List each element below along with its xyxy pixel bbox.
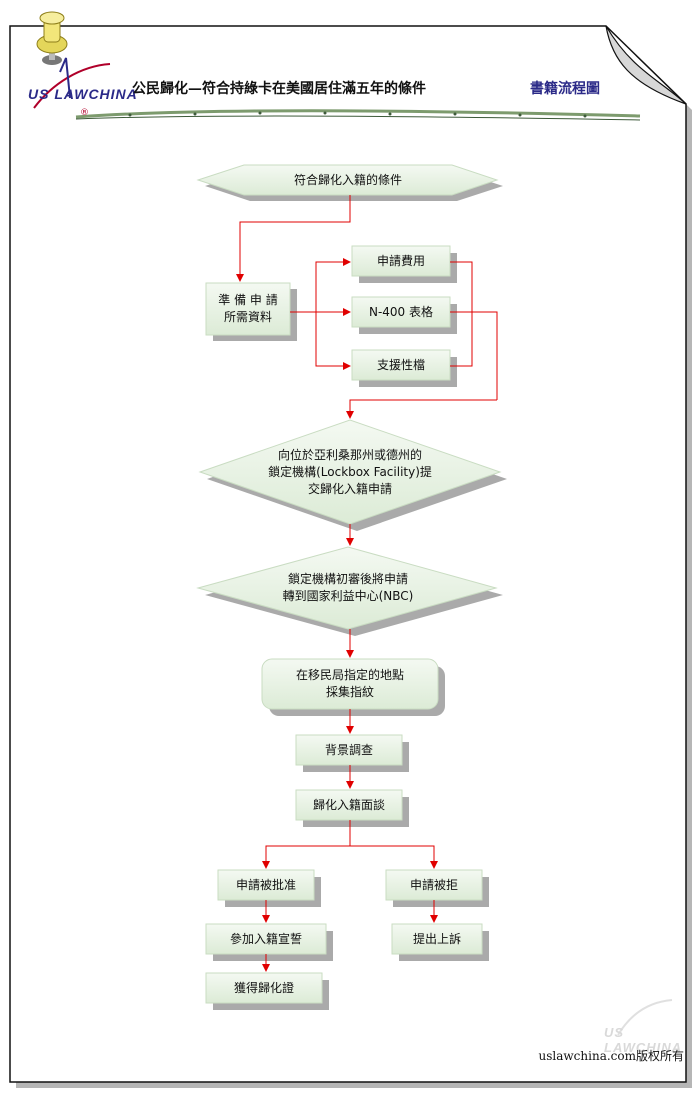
- node-fee: 申請費用: [352, 246, 450, 276]
- pushpin-icon: [36, 11, 68, 65]
- node-prepare: 準 備 申 請 所需資料: [206, 283, 290, 335]
- node-review-line1: 鎖定機構初審後將申請: [287, 572, 408, 586]
- node-certificate-label: 獲得歸化證: [233, 980, 294, 995]
- node-oath-shape: [205, 923, 333, 961]
- line-form-merge: [450, 311, 498, 400]
- node-interview-label: 歸化入籍面談: [312, 797, 385, 812]
- node-interview-shape: [295, 789, 409, 827]
- node-approved-shape: [217, 869, 321, 907]
- node-appeal-label: 提出上訴: [412, 931, 461, 946]
- node-submit-line2: 鎖定機構(Lockbox Facility)提: [268, 464, 432, 479]
- node-appeal: 提出上訴: [392, 924, 482, 954]
- node-support-shape: [351, 349, 457, 387]
- node-start-label: 符合歸化入籍的條件: [293, 172, 402, 187]
- node-support-label: 支援性檔: [376, 357, 425, 372]
- node-submit: 向位於亞利桑那州或德州的 鎖定機構(Lockbox Facility)提 交歸化…: [220, 442, 480, 502]
- node-review-shape: [196, 546, 503, 636]
- node-start: 符合歸化入籍的條件: [244, 165, 452, 195]
- copyright-footer: uslawchina.com版权所有: [538, 1049, 684, 1063]
- header-divider: [75, 109, 641, 121]
- logo-text: US LAWCHINA: [28, 86, 138, 102]
- page-title: 公民歸化—符合持綠卡在美國居住滿五年的條件: [132, 81, 426, 97]
- node-approved-label: 申請被批准: [235, 877, 296, 892]
- registered-mark: ®: [80, 108, 89, 118]
- line-support-merge: [450, 312, 473, 367]
- node-approved: 申請被批准: [218, 870, 314, 900]
- node-certificate-shape: [205, 972, 329, 1010]
- node-review-line2: 轉到國家利益中心(NBC): [282, 589, 414, 603]
- node-fee-shape: [351, 245, 457, 283]
- node-denied-label: 申請被拒: [409, 877, 458, 892]
- node-submit-shape: [198, 419, 507, 531]
- arrow-to-fee: [315, 258, 351, 312]
- arrow-to-support: [315, 312, 351, 370]
- node-prepare-line1: 準 備 申 請: [218, 293, 278, 307]
- node-certificate: 獲得歸化證: [206, 973, 322, 1003]
- node-start-shape: [196, 164, 503, 201]
- node-oath-label: 參加入籍宣誓: [229, 931, 302, 946]
- logo-swoosh-icon: [33, 57, 111, 109]
- node-prepare-shape: [205, 282, 297, 341]
- node-interview: 歸化入籍面談: [296, 790, 402, 820]
- node-background: 背景調查: [296, 735, 402, 765]
- node-form-label: N-400 表格: [368, 304, 434, 319]
- node-denied: 申請被拒: [386, 870, 482, 900]
- arrow-merge-to-submit: [346, 399, 497, 419]
- node-review: 鎖定機構初審後將申請 轉到國家利益中心(NBC): [228, 568, 468, 608]
- node-fingerprint-line1: 在移民局指定的地點: [295, 668, 404, 682]
- node-background-label: 背景調查: [324, 742, 373, 757]
- node-fee-label: 申請費用: [376, 253, 425, 268]
- arrow-to-approved: [262, 845, 350, 869]
- node-submit-line3: 交歸化入籍申請: [307, 481, 392, 496]
- watermark-logo: [617, 999, 673, 1036]
- arrow-to-denied: [350, 845, 438, 869]
- node-form: N-400 表格: [352, 297, 450, 327]
- watermark-text: US LAWCHINA: [604, 1025, 683, 1055]
- node-fingerprint-shape: [261, 658, 445, 716]
- page-subtitle: 書籍流程圖: [530, 81, 600, 97]
- node-denied-shape: [385, 869, 489, 907]
- node-fingerprint: 在移民局指定的地點 採集指紋: [262, 659, 438, 709]
- node-background-shape: [295, 734, 409, 772]
- node-oath: 參加入籍宣誓: [206, 924, 326, 954]
- line-fee-merge: [450, 261, 473, 312]
- node-support: 支援性檔: [352, 350, 450, 380]
- node-appeal-shape: [391, 923, 489, 961]
- node-fingerprint-line2: 採集指紋: [325, 685, 374, 699]
- node-prepare-line2: 所需資料: [223, 310, 272, 324]
- node-submit-line1: 向位於亞利桑那州或德州的: [277, 447, 422, 462]
- arrow-start-to-prepare: [236, 195, 351, 282]
